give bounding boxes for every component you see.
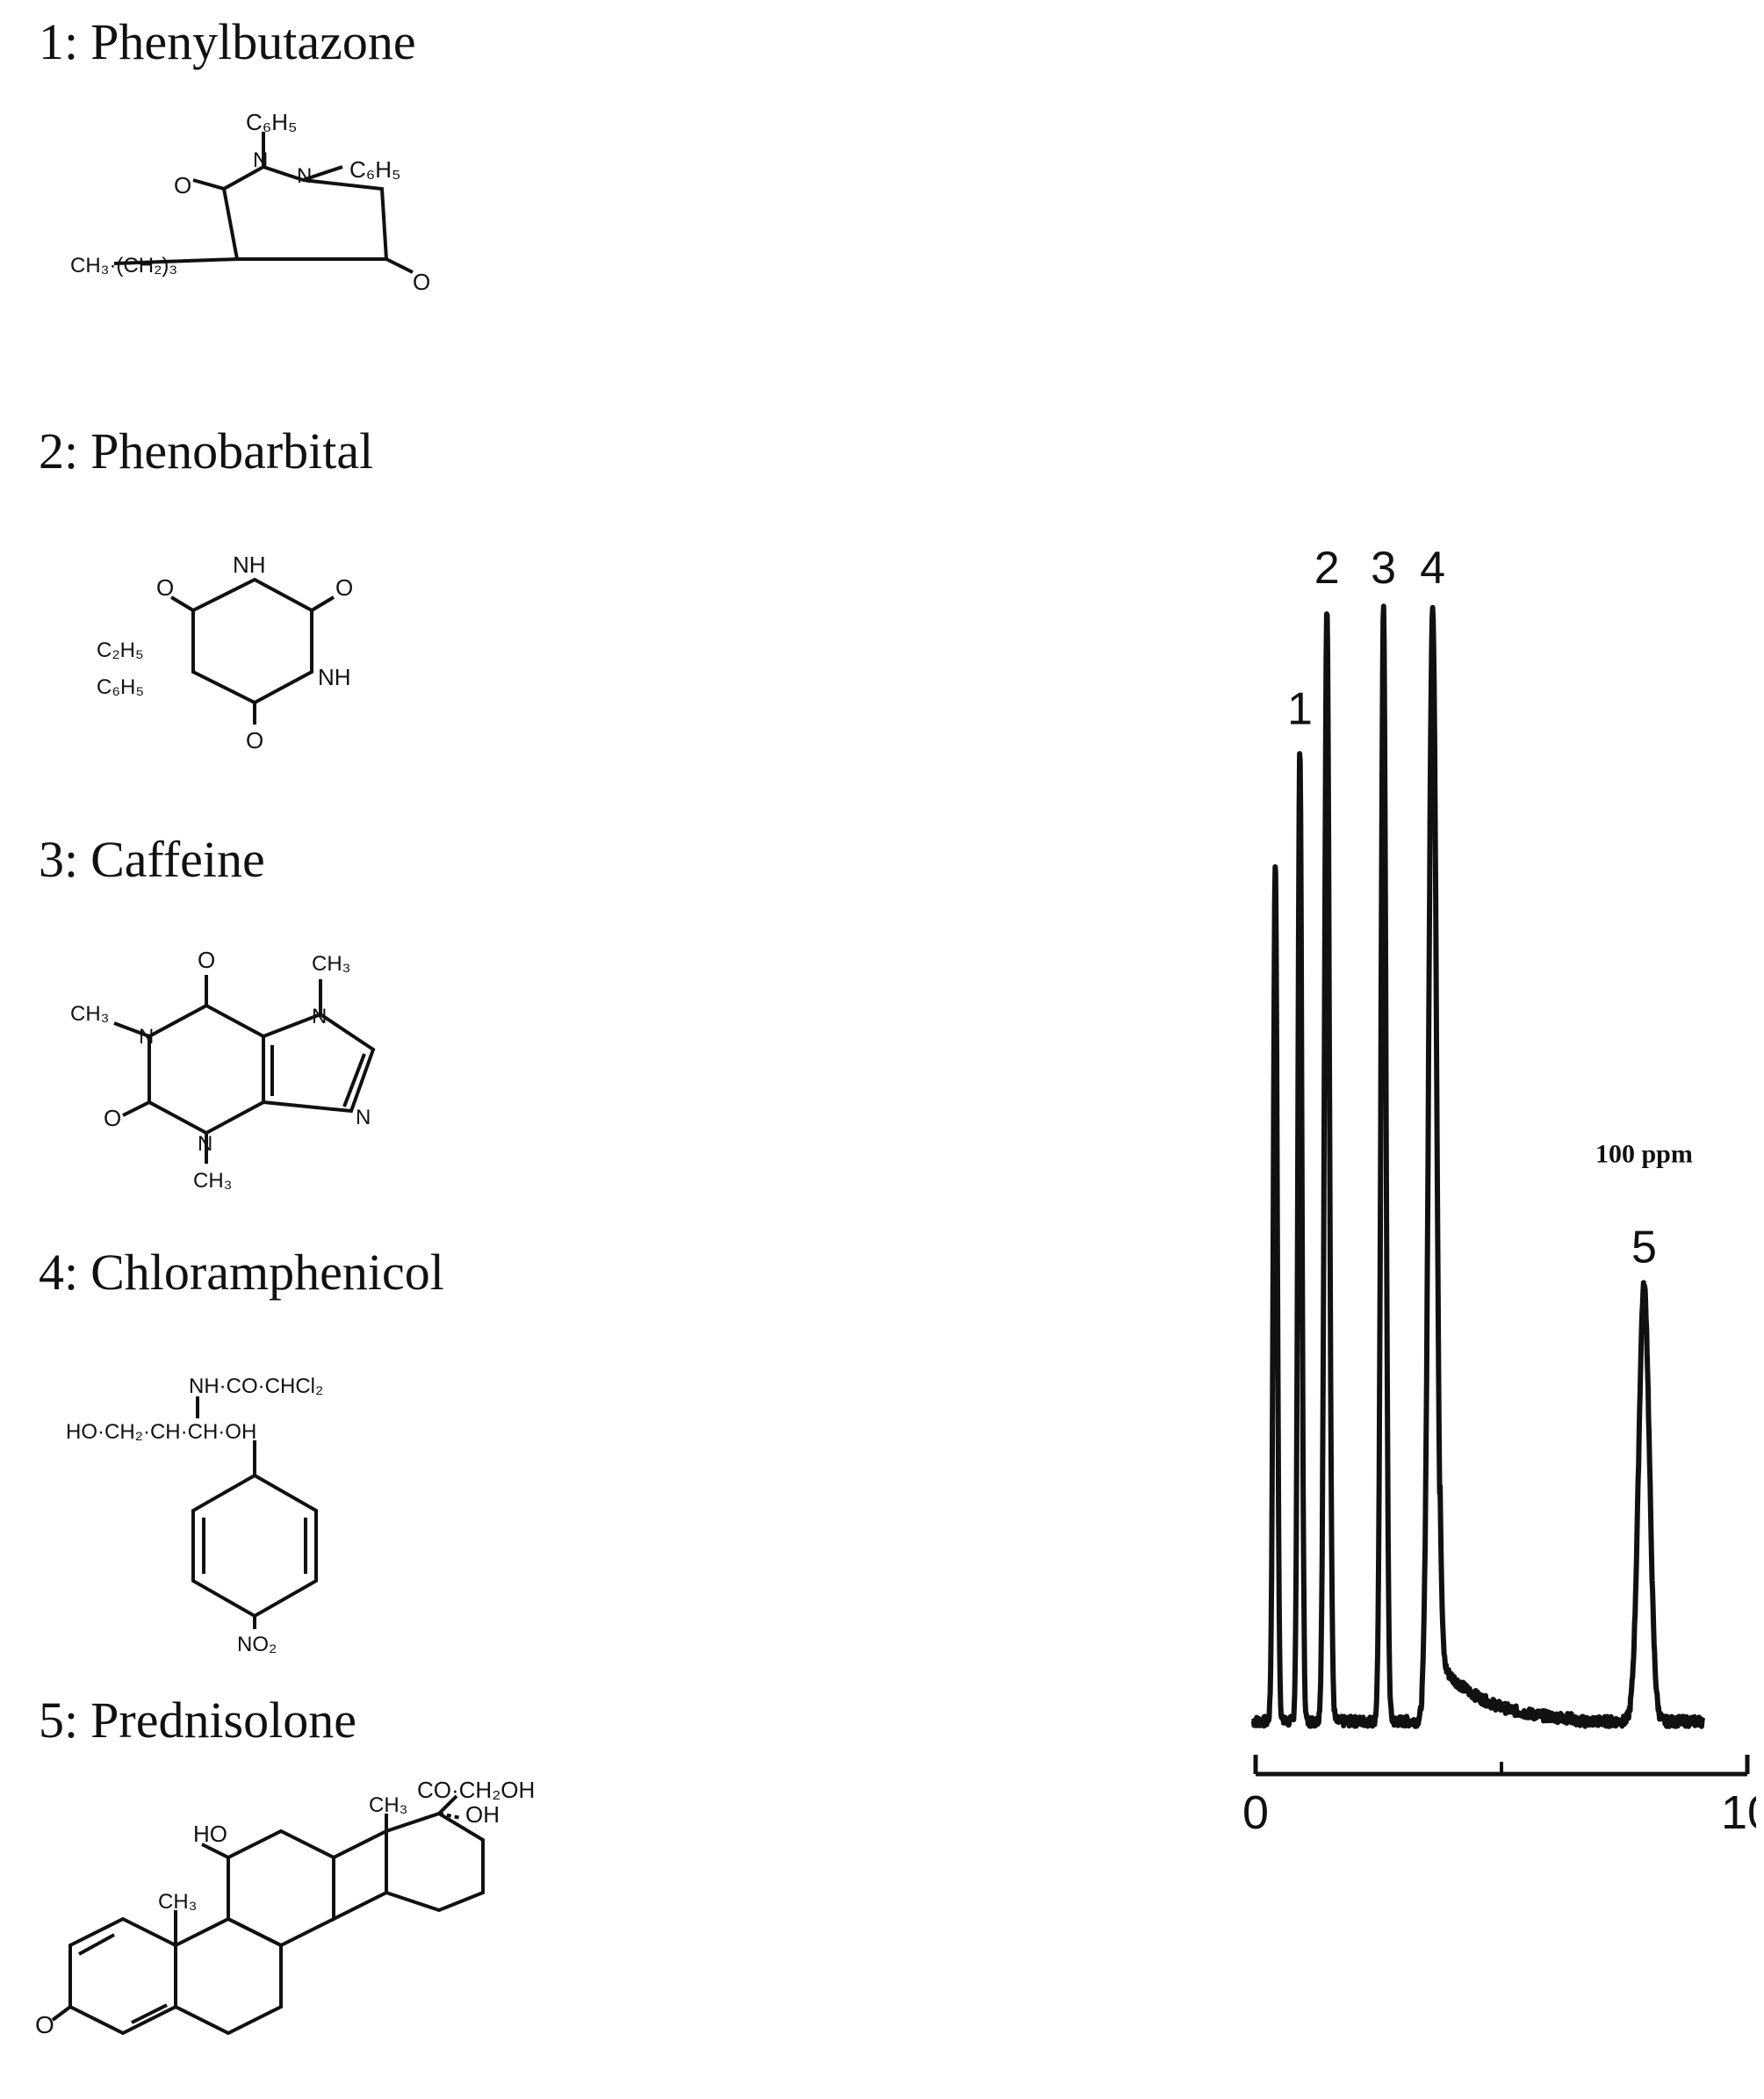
compound-2-name: 2:Phenobarbital xyxy=(39,422,374,480)
concentration-annotation: 100 ppm xyxy=(1595,1140,1693,1169)
svg-text:N: N xyxy=(297,164,312,188)
phenylbutazone-structure: C₆H₅ C₆H₅ CH₃·(CH₂)₃ O O N N xyxy=(70,105,492,312)
x-axis: 0 10 xyxy=(1242,1755,1764,1839)
compound-4-name: 4:Chloramphenicol xyxy=(39,1244,444,1301)
svg-text:NH·CO·CHCl₂: NH·CO·CHCl₂ xyxy=(189,1374,323,1398)
svg-text:O: O xyxy=(104,1105,121,1131)
peak-label-2: 2 xyxy=(1314,543,1340,594)
svg-text:C₆H₅: C₆H₅ xyxy=(246,109,298,135)
compound-3-name: 3:Caffeine xyxy=(39,831,265,888)
svg-text:C₆H₅: C₆H₅ xyxy=(349,156,401,183)
svg-text:O: O xyxy=(35,2011,54,2038)
compound-list: 1:Phenylbutazone C₆H₅ C₆H₅ CH₃·(CH₂)₃ O … xyxy=(0,0,667,2096)
chromatogram-trace xyxy=(1250,603,1706,1729)
svg-text:O: O xyxy=(335,574,353,601)
peak-label-1: 1 xyxy=(1287,683,1313,734)
svg-text:CH₃: CH₃ xyxy=(193,1169,232,1193)
chloramphenicol-structure: NH·CO·CHCl₂ HO·CH₂·CH·CH·OH NO₂ xyxy=(66,1370,417,1664)
x-tick-label-10: 10 xyxy=(1721,1786,1756,1839)
svg-text:O: O xyxy=(413,269,430,295)
peak-label-3: 3 xyxy=(1371,543,1396,594)
svg-text:CO·CH₂OH: CO·CH₂OH xyxy=(417,1778,535,1803)
svg-text:C₆H₅: C₆H₅ xyxy=(97,675,144,699)
svg-text:N: N xyxy=(139,1025,154,1049)
svg-text:N: N xyxy=(312,1005,327,1028)
caffeine-structure: CH₃ CH₃ CH₃ O O N N N N xyxy=(53,940,421,1208)
svg-text:CH₃: CH₃ xyxy=(369,1793,407,1817)
svg-text:NH: NH xyxy=(233,553,266,578)
svg-text:C₂H₅: C₂H₅ xyxy=(97,638,144,662)
chromatogram-svg: 0 10 1 234 5 100 ppm xyxy=(1242,543,1764,1839)
svg-text:NH: NH xyxy=(318,664,351,690)
svg-text:HO·CH₂·CH·CH·OH: HO·CH₂·CH·CH·OH xyxy=(66,1420,256,1444)
svg-text:N: N xyxy=(198,1132,212,1156)
peak-label-5: 5 xyxy=(1631,1223,1657,1273)
compound-1-name: 1:Phenylbutazone xyxy=(39,13,416,70)
svg-text:O: O xyxy=(246,727,263,754)
x-tick-label-0: 0 xyxy=(1242,1786,1269,1839)
svg-text:HO: HO xyxy=(193,1821,227,1847)
svg-text:CH₃·(CH₂)₃: CH₃·(CH₂)₃ xyxy=(70,254,177,278)
prednisolone-structure: HO CH₃ CH₃ CO·CH₂OH OH O xyxy=(26,1777,588,2099)
svg-text:N: N xyxy=(356,1106,371,1129)
svg-text:O: O xyxy=(156,574,174,601)
svg-text:N: N xyxy=(253,148,268,172)
chromatogram-trace-group xyxy=(1250,603,1706,1729)
svg-text:CH₃: CH₃ xyxy=(312,952,350,976)
svg-text:O: O xyxy=(198,947,215,973)
chromatogram-chart: 0 10 1 234 5 100 ppm xyxy=(1141,228,1764,1884)
compound-5-name: 5:Prednisolone xyxy=(39,1691,356,1749)
phenobarbital-structure: NH NH C₂H₅ C₆H₅ O O O xyxy=(88,552,386,760)
svg-text:OH: OH xyxy=(465,1801,500,1828)
peak-label-4: 4 xyxy=(1420,543,1445,594)
svg-text:CH₃: CH₃ xyxy=(158,1890,197,1914)
svg-text:NO₂: NO₂ xyxy=(237,1633,277,1656)
svg-text:CH₃: CH₃ xyxy=(70,1002,109,1026)
svg-text:O: O xyxy=(174,172,191,198)
